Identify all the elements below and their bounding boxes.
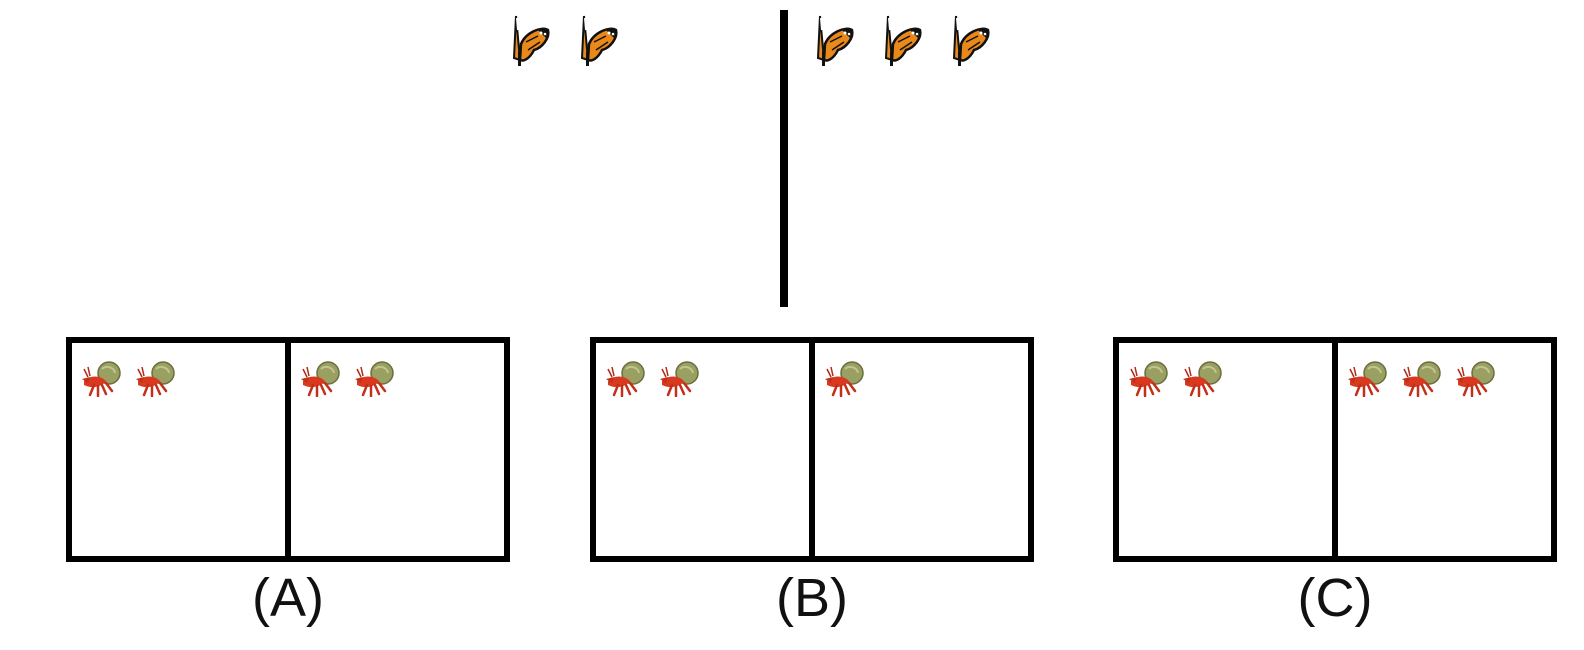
butterfly-icon: [580, 15, 618, 66]
option-b-left-cell: [596, 343, 809, 556]
option-c-left-items: [1127, 359, 1227, 397]
hermit-crab-icon: [1456, 361, 1495, 397]
hermit-crab-icon: [825, 361, 864, 397]
butterfly-icon: [512, 15, 550, 66]
butterfly-icon: [884, 15, 922, 66]
option-c-box[interactable]: [1113, 337, 1557, 562]
option-c-left-cell: [1119, 343, 1332, 556]
butterfly-icon: [816, 15, 854, 66]
option-b-right-items: [823, 359, 869, 397]
question-right-group: [812, 12, 992, 68]
hermit-crab-icon: [660, 361, 699, 397]
hermit-crab-icon: [1183, 361, 1222, 397]
option-b-right-cell: [809, 343, 1028, 556]
hermit-crab-icon: [301, 361, 340, 397]
option-c-right-cell: [1332, 343, 1551, 556]
option-c-label: (C): [1297, 568, 1373, 628]
option-b-label: (B): [776, 568, 848, 628]
option-b-box[interactable]: [590, 337, 1034, 562]
option-b-left-items: [604, 359, 704, 397]
hermit-crab-icon: [1348, 361, 1387, 397]
option-a-left-items: [80, 359, 180, 397]
hermit-crab-icon: [136, 361, 175, 397]
option-a-left-cell: [72, 343, 285, 556]
option-a-box[interactable]: [66, 337, 510, 562]
question-divider: [780, 10, 788, 307]
hermit-crab-icon: [82, 361, 121, 397]
question-left-group: [508, 12, 620, 68]
option-a-right-cell: [285, 343, 504, 556]
option-c-right-items: [1346, 359, 1500, 397]
butterfly-icon: [952, 15, 990, 66]
hermit-crab-icon: [1129, 361, 1168, 397]
option-a-right-items: [299, 359, 399, 397]
hermit-crab-icon: [355, 361, 394, 397]
hermit-crab-icon: [1402, 361, 1441, 397]
hermit-crab-icon: [606, 361, 645, 397]
option-a-label: (A): [252, 568, 324, 628]
